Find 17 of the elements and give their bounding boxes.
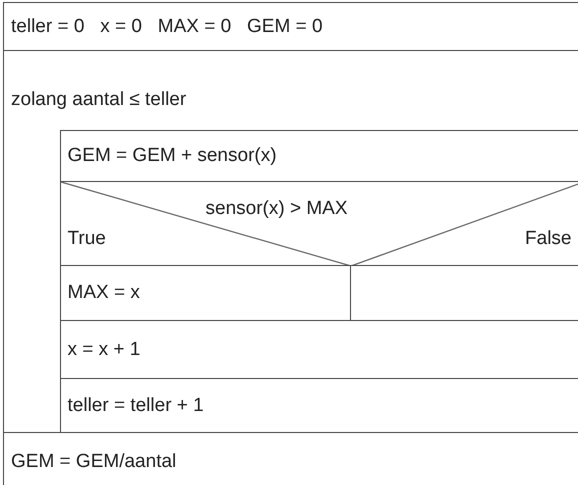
branch-label: False bbox=[525, 228, 572, 250]
statement-text: GEM = GEM/aantal bbox=[11, 451, 176, 473]
statement-text: GEM = GEM + sensor(x) bbox=[68, 145, 277, 167]
process-box bbox=[60, 264, 352, 322]
branch-label: True bbox=[68, 228, 106, 250]
loop-condition-text: zolang aantal ≤ teller bbox=[11, 89, 186, 111]
condition-text: sensor(x) > MAX bbox=[206, 198, 348, 220]
statement-text: x = x + 1 bbox=[68, 338, 140, 360]
loop-block bbox=[3, 50, 578, 434]
process-box bbox=[60, 378, 578, 434]
process-box bbox=[60, 130, 578, 182]
process-box bbox=[60, 320, 578, 380]
statement-text: MAX = x bbox=[68, 282, 140, 304]
statement-text: teller = 0 x = 0 MAX = 0 GEM = 0 bbox=[11, 16, 323, 38]
statement-text: teller = teller + 1 bbox=[68, 394, 204, 416]
process-box bbox=[3, 2, 578, 52]
process-box bbox=[3, 432, 578, 485]
